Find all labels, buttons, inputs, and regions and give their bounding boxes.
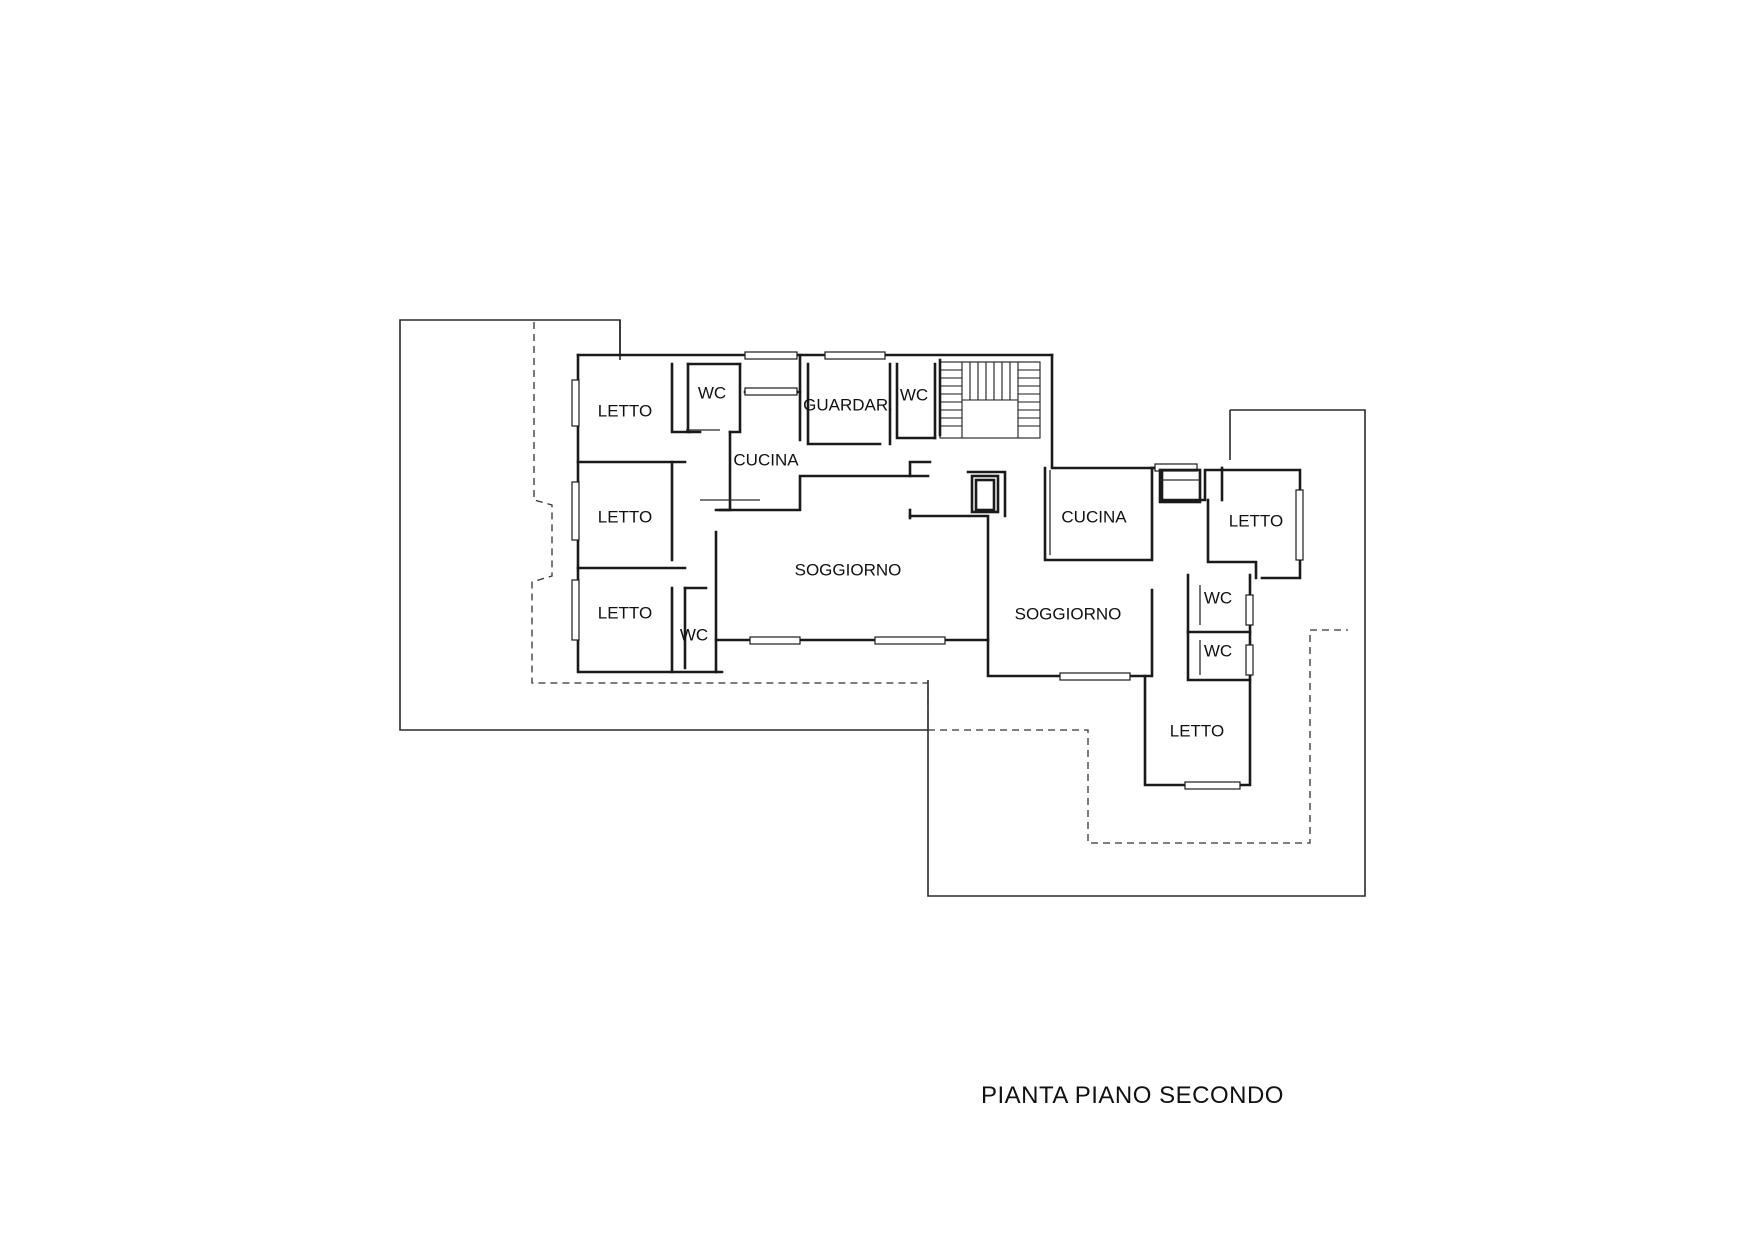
room-soggiorno-1: SOGGIORNO xyxy=(795,560,902,579)
room-letto-2: LETTO xyxy=(598,507,652,526)
shaft-icon xyxy=(1158,468,1202,504)
room-letto-4: LETTO xyxy=(1229,511,1283,530)
room-wc-3: WC xyxy=(900,385,928,404)
eave-lines xyxy=(531,322,1348,844)
room-letto-1: LETTO xyxy=(598,401,652,420)
room-labels: LETTO LETTO LETTO WC WC WC WC WC CUCINA … xyxy=(598,383,1283,740)
room-wc-2: WC xyxy=(680,625,708,644)
terrace-west xyxy=(399,319,929,731)
windows xyxy=(571,351,1304,790)
stair-icon xyxy=(939,361,1041,439)
terrace-east xyxy=(927,409,1366,897)
room-cucina-2: CUCINA xyxy=(1061,507,1127,526)
room-wc-5: WC xyxy=(1204,641,1232,660)
room-letto-5: LETTO xyxy=(1170,721,1224,740)
plan-title: PIANTA PIANO SECONDO xyxy=(981,1082,1284,1109)
room-cucina-1: CUCINA xyxy=(733,450,799,469)
room-wc-1: WC xyxy=(698,383,726,402)
room-wc-4: WC xyxy=(1204,588,1232,607)
building-walls xyxy=(576,353,1302,787)
room-guardaroba: GUARDAR. xyxy=(803,395,893,414)
interior-partitions xyxy=(686,429,1201,675)
room-soggiorno-2: SOGGIORNO xyxy=(1015,604,1122,623)
room-letto-3: LETTO xyxy=(598,603,652,622)
